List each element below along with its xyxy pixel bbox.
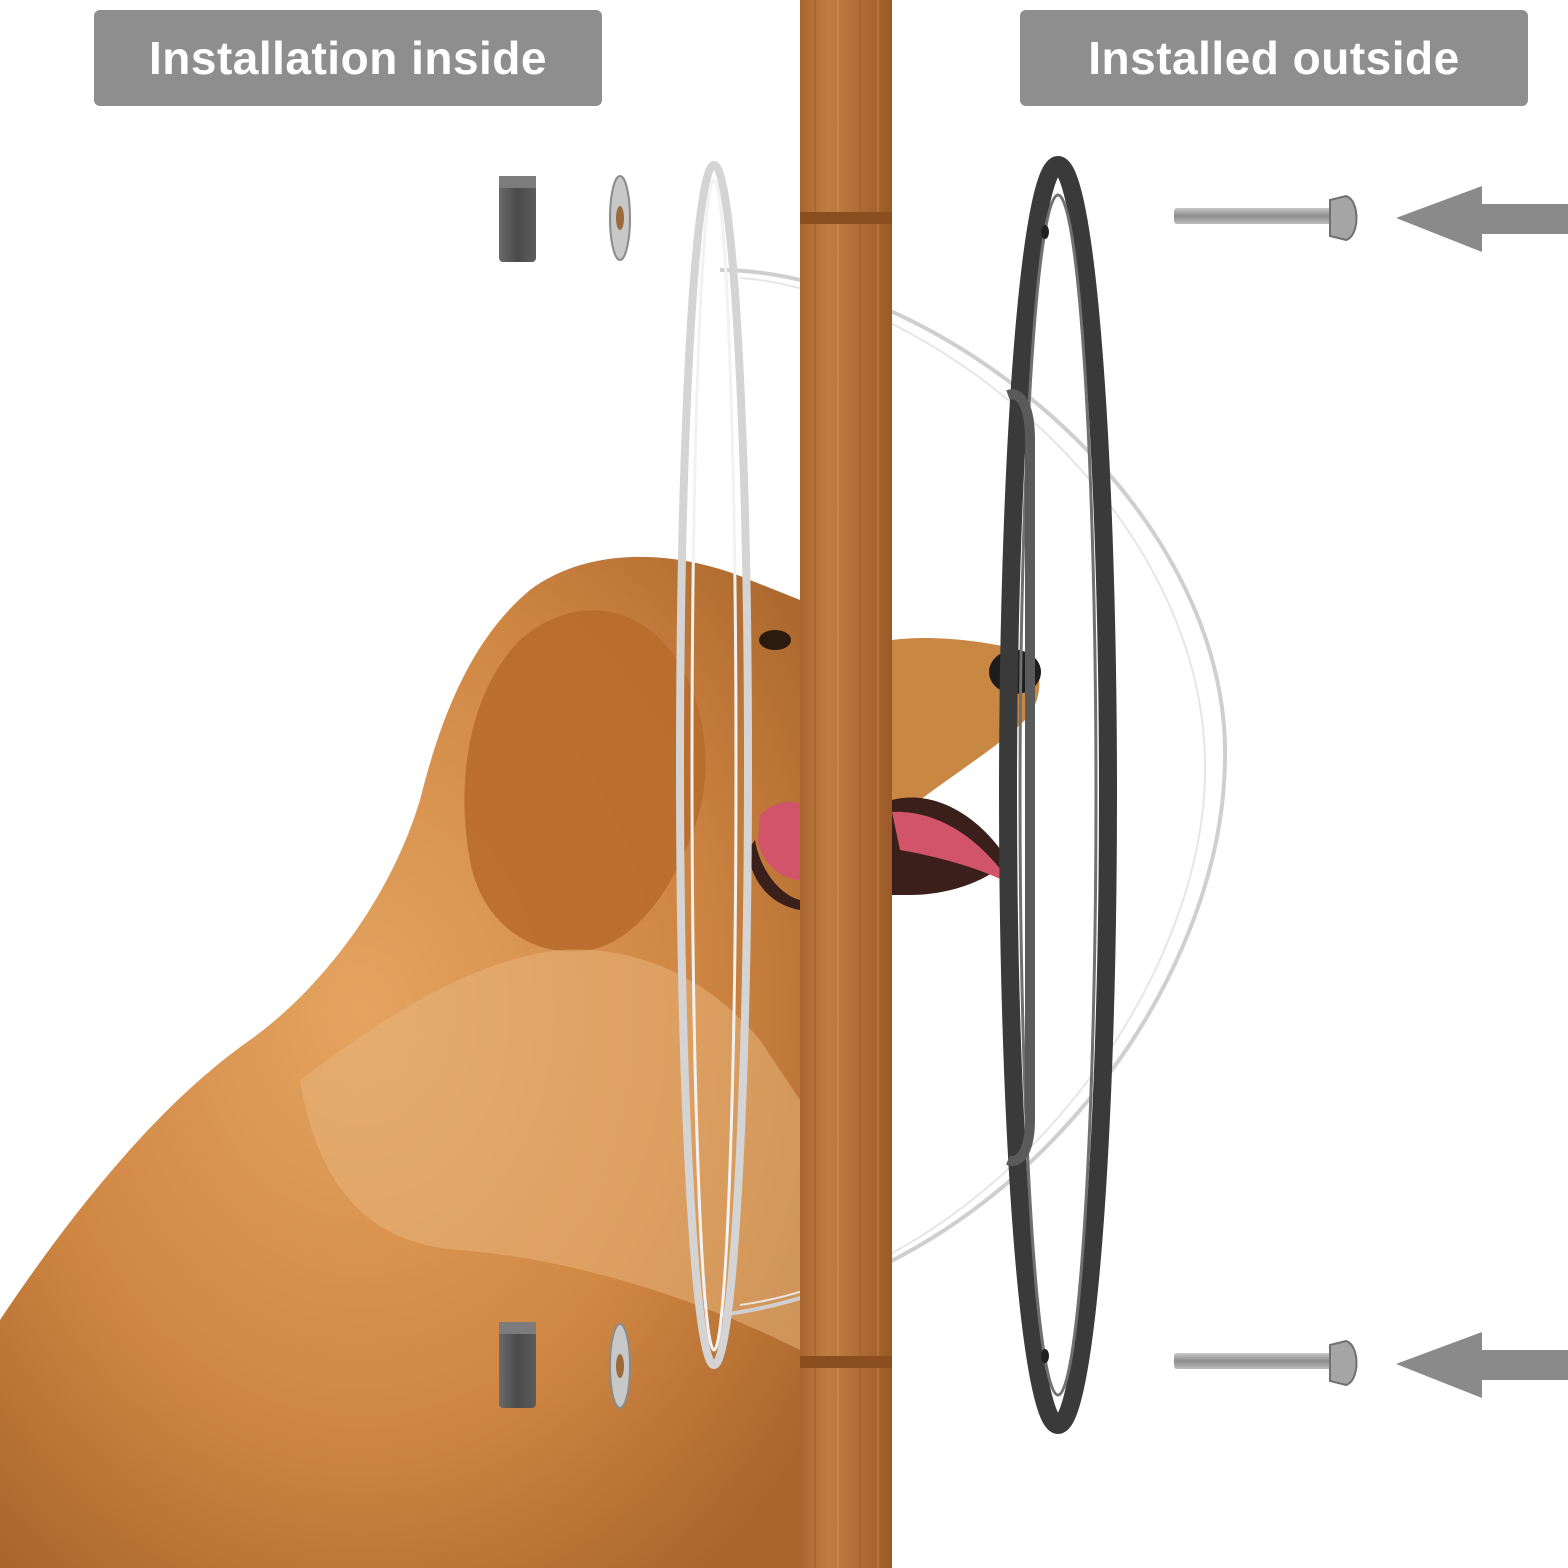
arrow-left-icon <box>1396 1332 1568 1398</box>
inner-clear-ring <box>676 161 752 1369</box>
bolt-top <box>1174 194 1358 242</box>
door-wood-section <box>800 0 892 1568</box>
clear-dome-window <box>719 268 1228 1317</box>
washer-bottom <box>609 1323 631 1409</box>
outer-black-ring <box>999 156 1117 1434</box>
hex-nut-bottom <box>499 1322 536 1408</box>
installation-inside-label: Installation inside <box>94 10 602 106</box>
arrow-left-icon <box>1396 186 1568 252</box>
hex-nut-top <box>499 176 536 262</box>
installed-outside-label: Installed outside <box>1020 10 1528 106</box>
bolt-bottom <box>1174 1339 1358 1387</box>
dog-snout <box>748 638 1041 910</box>
washer-top <box>609 175 631 261</box>
dog-body <box>0 556 800 1568</box>
